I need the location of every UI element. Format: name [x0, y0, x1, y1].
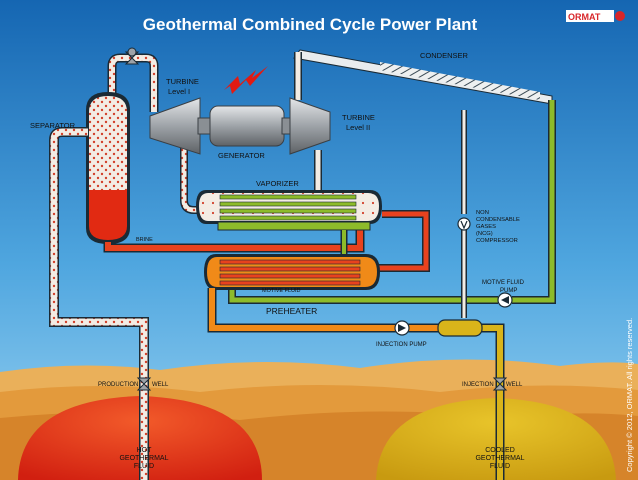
label-hot-line1: HOT: [137, 447, 153, 454]
production-valve-icon: [136, 377, 152, 391]
label-ncg-line3: GASES: [476, 224, 496, 230]
turbine-level-2: [289, 97, 331, 155]
separator-vessel: [86, 92, 130, 244]
ormat-logo: ORMAT: [566, 10, 625, 22]
label-injection-pump: INJECTION PUMP: [376, 342, 427, 348]
label-hot-line3: FLUID: [134, 463, 154, 470]
label-turbine1-line2: Level I: [168, 87, 190, 96]
label-turbine2-line2: Level II: [346, 123, 370, 132]
label-turbine2-line1: TURBINE: [342, 113, 375, 122]
turbine-steam-down: [181, 140, 206, 213]
brine-line: [105, 230, 363, 251]
mixing-tank: [437, 319, 483, 337]
generator: [209, 105, 285, 147]
condenser-fins: [380, 62, 540, 100]
production-pipe: [50, 128, 148, 480]
label-ncg-line2: CONDENSABLE: [476, 217, 520, 223]
label-hot-line2: GEOTHERMAL: [119, 455, 168, 462]
label-vaporizer: VAPORIZER: [256, 179, 299, 188]
label-cooled-line2: GEOTHERMAL: [475, 455, 524, 462]
label-ncg-line5: COMPRESSOR: [476, 238, 518, 244]
label-cooled-line3: FLUID: [490, 463, 510, 470]
label-motive-fluid: MOTIVE FLUID: [262, 288, 301, 294]
motive-fluid-pump-icon: [497, 292, 513, 308]
label-turbine1-line1: TURBINE: [166, 77, 199, 86]
diagram-title: Geothermal Combined Cycle Power Plant: [143, 15, 478, 34]
label-separator: SEPARATOR: [30, 121, 76, 130]
motive-return-pipe: [512, 100, 555, 303]
label-ncg-line4: (NCG): [476, 231, 493, 237]
label-cooled-line1: COOLED: [485, 447, 515, 454]
label-pump-line2: PUMP: [500, 288, 517, 294]
label-injection-right: WELL: [506, 382, 523, 388]
vaporizer: [196, 190, 382, 231]
preheater: [204, 254, 380, 290]
steam-valve-icon: [124, 47, 140, 65]
label-condenser: CONDENSER: [420, 51, 469, 60]
brine-to-preheater: [376, 211, 429, 271]
turbine-level-1: [149, 97, 201, 155]
injection-line: [209, 288, 396, 331]
label-injection-left: INJECTION: [462, 382, 494, 388]
lightning-icon: [224, 66, 268, 94]
injection-pump-icon: [394, 320, 410, 336]
label-production-right: WELL: [152, 382, 169, 388]
steam-line: [109, 55, 157, 112]
ncg-compressor-icon: [457, 217, 471, 231]
injection-valve-icon: [492, 377, 508, 391]
label-brine: BRINE: [136, 237, 153, 243]
label-ncg-line1: NON: [476, 210, 489, 216]
copyright-notice: Copyright © 2012, ORMAT. All rights rese…: [625, 318, 634, 472]
label-pump-line1: MOTIVE FLUID: [482, 280, 525, 286]
label-production-left: PRODUCTION: [98, 382, 138, 388]
label-preheater: PREHEATER: [266, 306, 317, 316]
label-generator: GENERATOR: [218, 151, 265, 160]
logo-text: ORMAT: [568, 12, 601, 22]
